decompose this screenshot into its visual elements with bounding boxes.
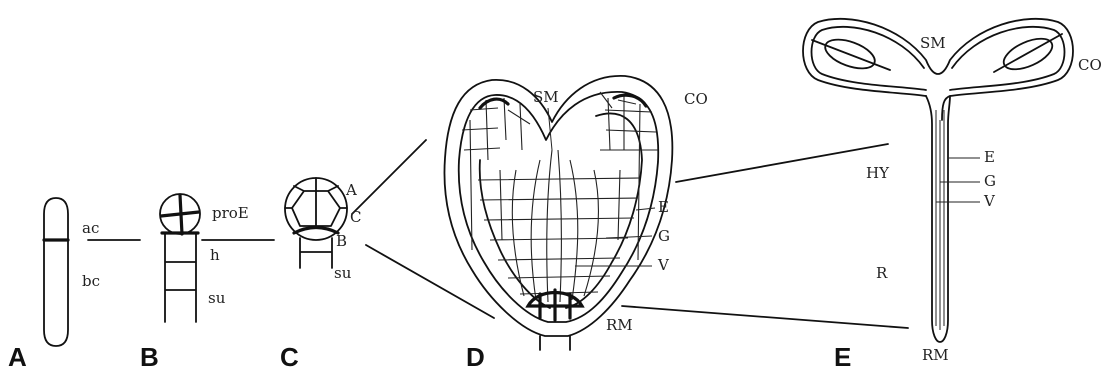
seedling-axis	[926, 96, 950, 342]
label-e-R: R	[876, 264, 888, 282]
label-e-HY: HY	[866, 164, 890, 182]
panel-letter-a: A	[8, 342, 27, 372]
stage-e-seedling: SM CO HY E G V R RM	[803, 19, 1102, 364]
label-d-RM: RM	[606, 316, 633, 334]
suspensor-d	[540, 336, 570, 350]
label-su-b: su	[208, 289, 226, 307]
label-ac: ac	[82, 219, 99, 237]
label-e-SM: SM	[920, 34, 946, 52]
panel-letter-b: B	[140, 342, 159, 372]
label-c-A: A	[345, 181, 357, 199]
seedling-axis-inner	[936, 110, 944, 330]
globular-inner-cells	[285, 178, 347, 226]
label-c-B: B	[336, 232, 347, 250]
leader-d-to-e-upper	[676, 144, 888, 182]
root-meristem	[528, 290, 582, 320]
label-e-E: E	[984, 148, 995, 166]
proembryo-wall-h	[161, 212, 199, 216]
leader-d-co	[618, 100, 636, 104]
panel-letter-c: C	[280, 342, 299, 372]
label-e-G: G	[984, 172, 996, 190]
label-e-CO: CO	[1078, 56, 1102, 74]
label-d-V: V	[657, 256, 670, 274]
label-d-CO: CO	[684, 90, 708, 108]
label-d-G: G	[658, 227, 670, 245]
protoderm-layer	[459, 92, 659, 322]
zygote-outline	[44, 198, 68, 346]
globular-basal-wall	[294, 228, 338, 234]
label-d-E: E	[658, 198, 669, 216]
label-c-C: C	[350, 208, 361, 226]
leader-c-lower	[366, 245, 494, 318]
stage-c-globular: A C B su	[285, 140, 494, 318]
stage-b-proembryo: proE h su	[160, 194, 274, 322]
label-su-c: su	[334, 264, 352, 282]
label-e-RM: RM	[922, 346, 949, 364]
leader-d-g	[606, 236, 652, 238]
panel-letter-e: E	[834, 342, 851, 372]
label-h: h	[210, 246, 220, 264]
suspensor-c	[300, 238, 332, 268]
panel-letter-d: D	[466, 342, 485, 372]
cotyledon-midrib-left	[812, 40, 890, 70]
label-d-SM: SM	[533, 88, 559, 106]
leader-c-upper	[352, 140, 426, 214]
vascular-strands	[512, 150, 598, 302]
leader-d-to-e-lower	[622, 306, 908, 328]
label-proE: proE	[212, 204, 249, 222]
label-bc: bc	[82, 272, 100, 290]
stage-d-heart: SM CO E G V RM	[444, 76, 908, 350]
suspensor-b	[165, 233, 196, 322]
stage-a-zygote: ac bc	[44, 198, 140, 346]
label-e-V: V	[983, 192, 996, 210]
